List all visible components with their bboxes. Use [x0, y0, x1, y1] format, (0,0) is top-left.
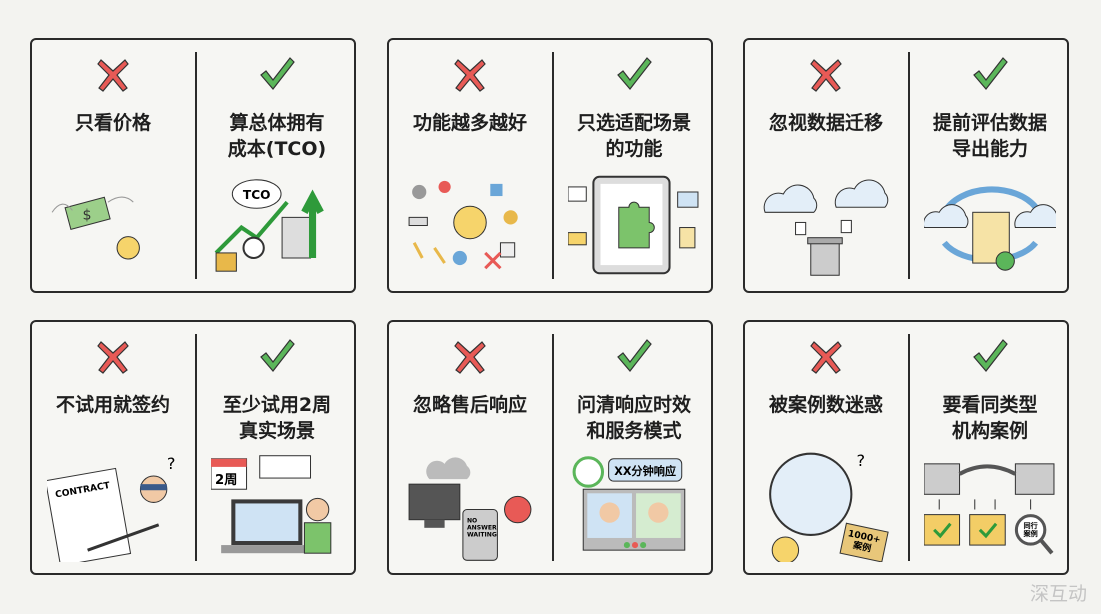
wrong-label: 功能越多越好: [412, 112, 527, 134]
wrong-label: 不试用就签约: [55, 394, 170, 416]
check-icon: [970, 54, 1010, 94]
check-icon: [970, 336, 1010, 376]
comparison-card: 被案例数迷惑 ? 1000+案例 要看同类型 机构案例 同行案例: [743, 320, 1069, 575]
peer-case-text: 同行案例: [1023, 521, 1038, 538]
check-icon: [257, 54, 297, 94]
comparison-card: 只看价格 $ 算总体拥有 成本(TCO) TCO: [30, 38, 356, 293]
comparison-card: 不试用就签约 CONTRACT? 至少试用2周 真实场景 2周: [30, 320, 356, 575]
right-label: 问清响应时效 和服务模式: [576, 394, 691, 442]
wrong-practice: 不试用就签约 CONTRACT?: [32, 322, 194, 573]
wrong-label: 忽视数据迁移: [768, 112, 883, 134]
wrong-practice: 只看价格 $: [32, 40, 194, 291]
right-practice: 问清响应时效 和服务模式 XX分钟响应: [553, 322, 715, 573]
check-icon: [614, 336, 654, 376]
right-practice: 要看同类型 机构案例 同行案例: [909, 322, 1071, 573]
right-illustration: 2周: [210, 452, 343, 562]
tco-text: TCO: [243, 188, 271, 202]
right-illustration: XX分钟响应: [568, 452, 700, 562]
divider: [908, 52, 910, 279]
wrong-illustration: $: [47, 170, 179, 280]
wrong-label: 忽略售后响应: [412, 394, 527, 416]
wrong-practice: 被案例数迷惑 ? 1000+案例: [745, 322, 907, 573]
check-icon: [257, 336, 297, 376]
divider: [195, 52, 197, 279]
wrong-illustration: ? 1000+案例: [760, 451, 892, 564]
comparison-card: 功能越多越好 只选适配场景 的功能: [387, 38, 713, 293]
right-practice: 提前评估数据 导出能力: [909, 40, 1071, 291]
right-illustration: TCO: [211, 170, 343, 280]
right-illustration: [922, 170, 1060, 280]
divider: [552, 334, 554, 561]
wrong-practice: 功能越多越好: [389, 40, 551, 291]
wrong-illustration: [760, 170, 892, 280]
divider: [552, 52, 554, 279]
cross-icon: [93, 336, 133, 376]
case-count-text: 1000+案例: [845, 529, 882, 556]
right-label: 只选适配场景 的功能: [576, 112, 691, 160]
right-practice: 算总体拥有 成本(TCO) TCO: [196, 40, 358, 291]
right-illustration: [567, 170, 700, 280]
svg-text:?: ?: [856, 452, 865, 470]
wrong-illustration: CONTRACT?: [44, 452, 179, 567]
svg-text:同行案例: 同行案例: [1023, 521, 1038, 538]
right-practice: 至少试用2周 真实场景 2周: [196, 322, 358, 573]
cross-icon: [450, 54, 490, 94]
cross-icon: [806, 336, 846, 376]
right-practice: 只选适配场景 的功能: [553, 40, 715, 291]
right-label: 算总体拥有 成本(TCO): [227, 112, 327, 160]
wrong-illustration: [404, 170, 536, 280]
right-illustration: 同行案例: [923, 452, 1056, 562]
svg-text:1000+案例: 1000+案例: [845, 529, 882, 556]
svg-text:$: $: [83, 207, 92, 223]
cross-icon: [806, 54, 846, 94]
two-weeks-text: 2周: [215, 472, 237, 488]
right-label: 提前评估数据 导出能力: [932, 112, 1047, 160]
divider: [908, 334, 910, 561]
wrong-label: 被案例数迷惑: [768, 394, 883, 416]
check-icon: [614, 54, 654, 94]
svg-text:?: ?: [167, 454, 176, 473]
wrong-label: 只看价格: [74, 112, 151, 134]
divider: [195, 334, 197, 561]
cross-icon: [93, 54, 133, 94]
response-time-text: XX分钟响应: [614, 464, 676, 478]
watermark-logo: 深互动: [1029, 583, 1087, 605]
wrong-practice: 忽视数据迁移: [745, 40, 907, 291]
right-label: 至少试用2周 真实场景: [222, 394, 332, 442]
cross-icon: [450, 336, 490, 376]
comparison-card: 忽视数据迁移 提前评估数据 导出能力: [743, 38, 1069, 293]
right-label: 要看同类型 机构案例: [942, 394, 1038, 442]
